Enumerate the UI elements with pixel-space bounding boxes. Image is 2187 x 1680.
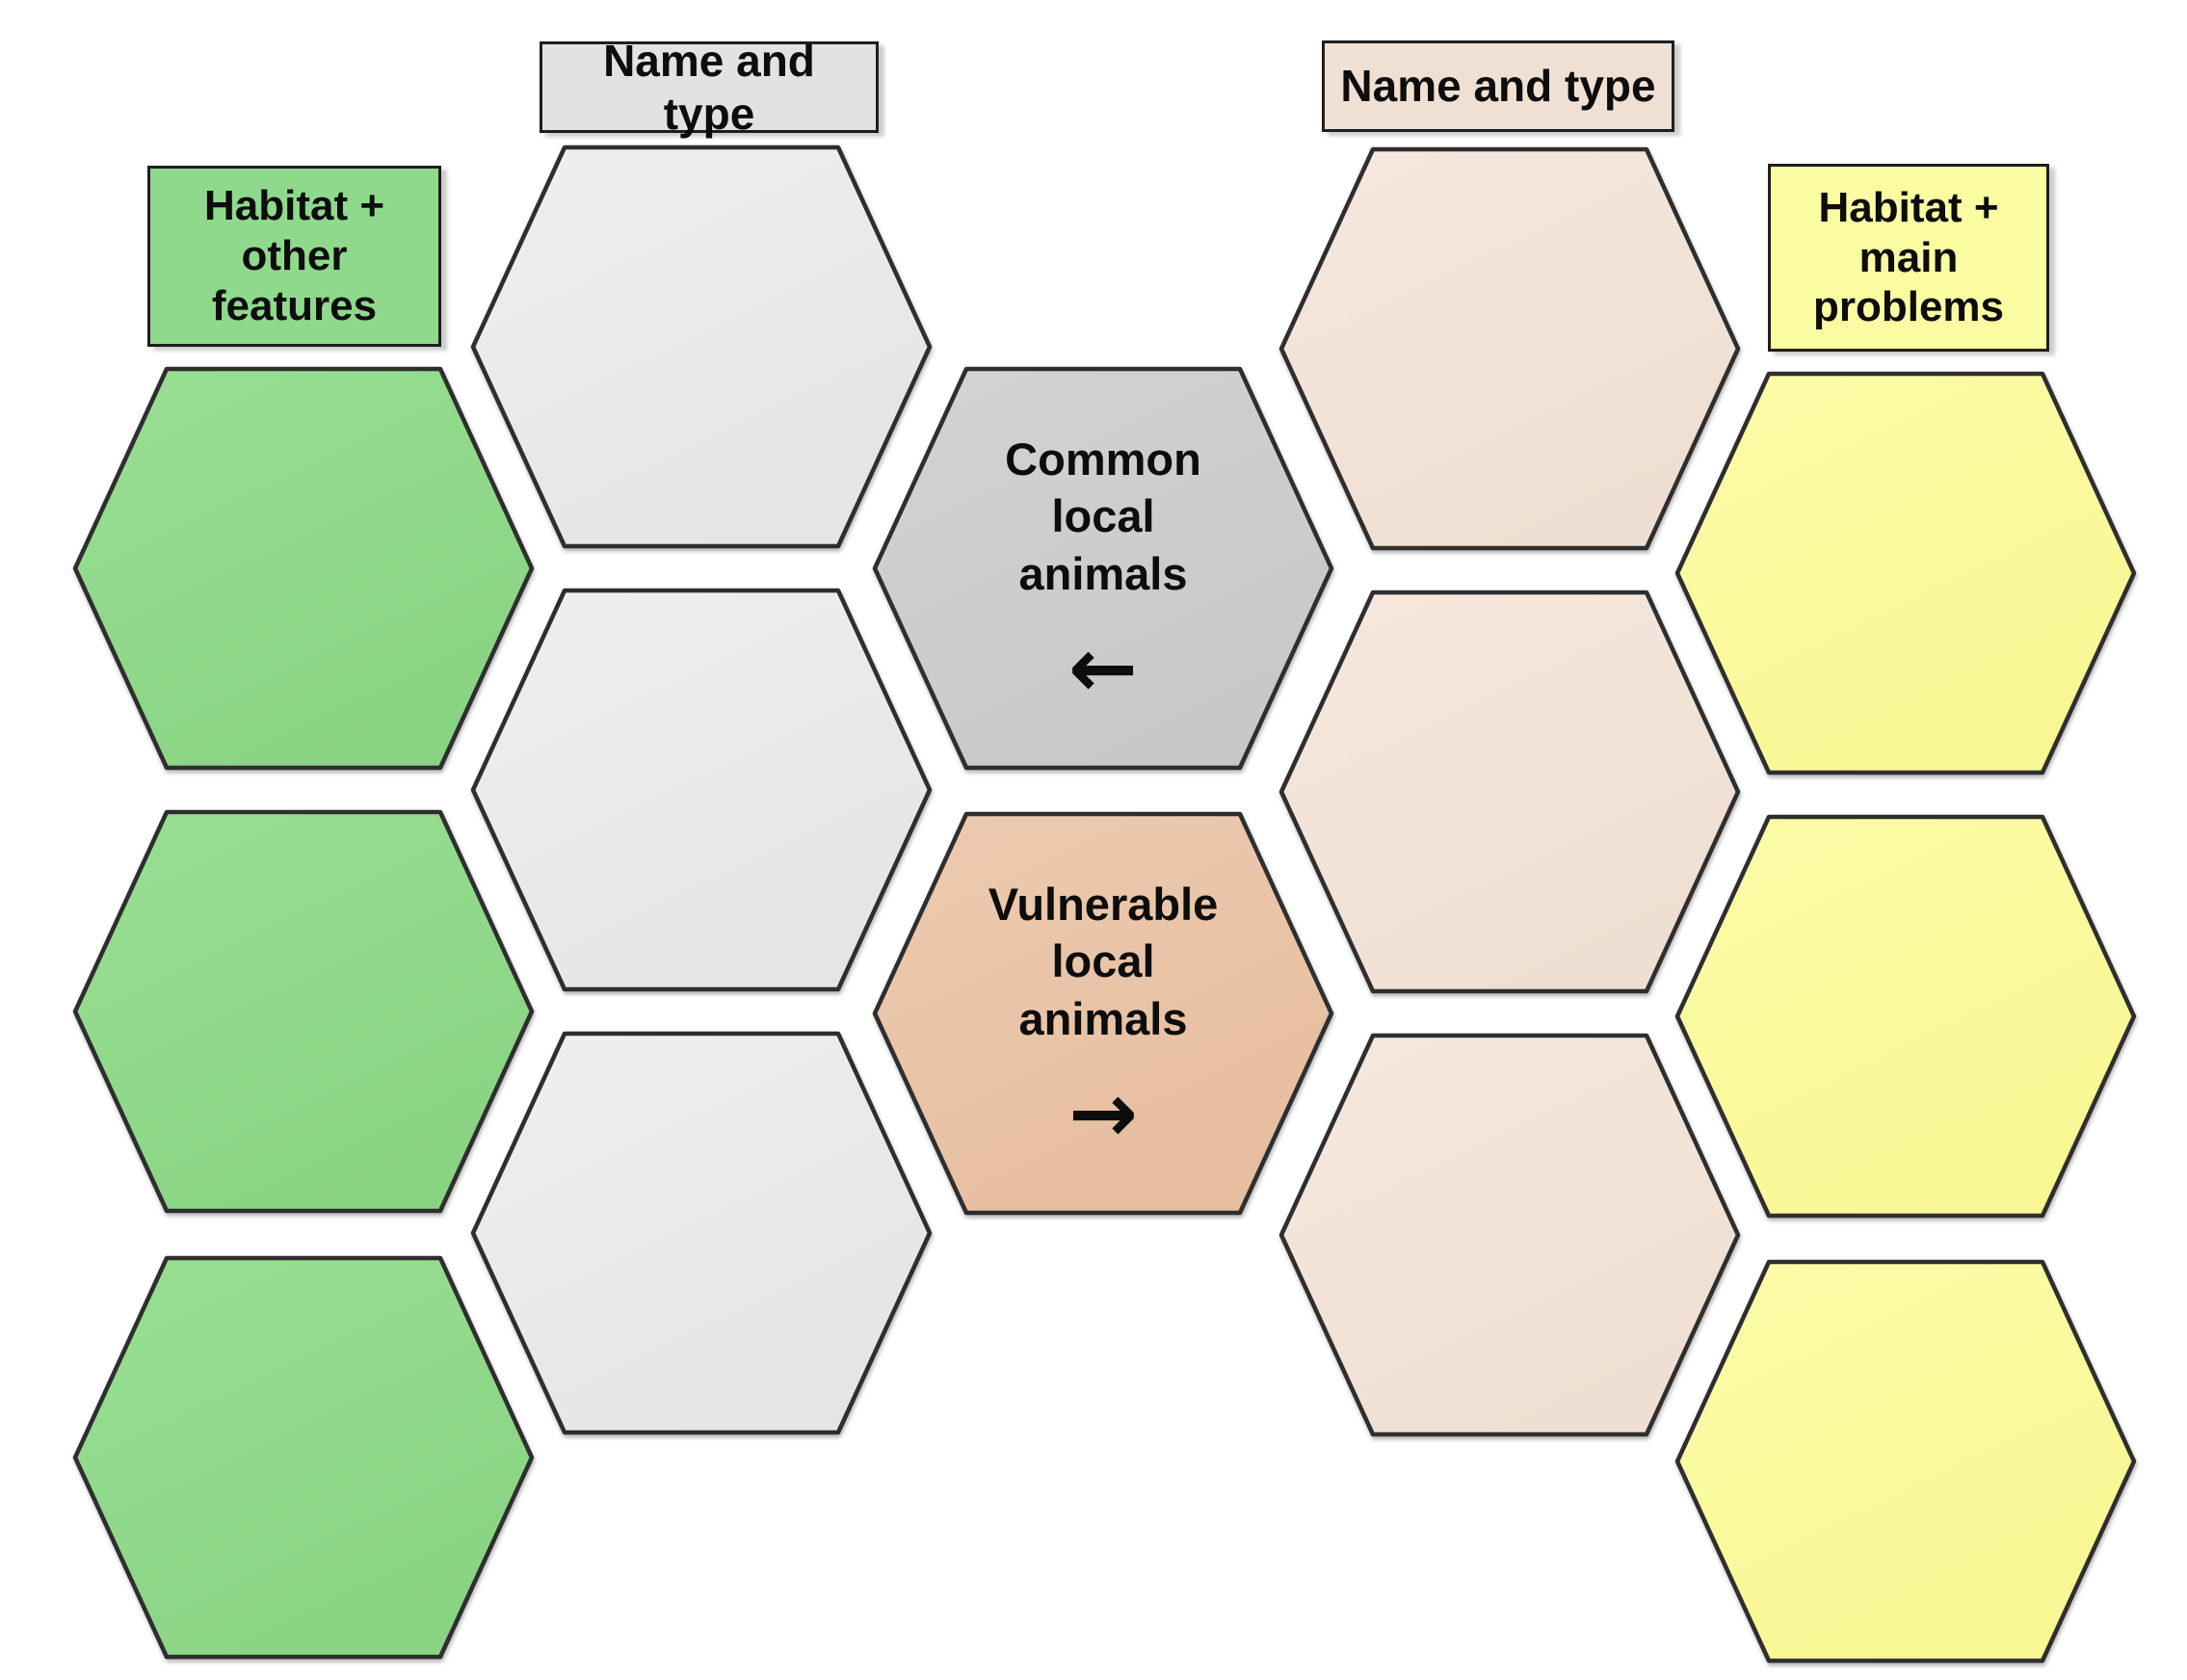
right-arrow-icon: → [1067,1064,1139,1162]
hex-habitat-features-cell-2[interactable] [72,809,535,1214]
label-name-and-type-right-text: Name and type [1340,61,1656,112]
label-name-and-type-left-text: Name and type [603,36,815,139]
hex-habitat-features-cell-3[interactable] [72,1255,535,1660]
hex-name-type-right-cell-2[interactable] [1278,590,1741,994]
hex-habitat-problems-cell-1[interactable] [1674,371,2137,775]
label-habitat-other-features-text: Habitat + other features [203,182,385,329]
hex-name-type-left-cell-2[interactable] [470,588,933,992]
label-habitat-main-problems-text: Habitat + main problems [1812,183,2005,331]
left-arrow-icon: ← [1067,619,1139,717]
hex-habitat-problems-cell-2[interactable] [1674,814,2137,1219]
hex-name-type-right-cell-3[interactable] [1278,1033,1741,1437]
hex-vulnerable-local-animals: Vulnerable local animals → [872,811,1334,1216]
label-habitat-main-problems: Habitat + main problems [1768,164,2049,352]
hex-common-local-animals: Common local animals ← [872,366,1334,771]
hex-name-type-left-cell-1[interactable] [470,144,933,549]
hex-name-type-left-cell-3[interactable] [470,1031,933,1435]
vulnerable-local-animals-title: Vulnerable local animals [988,878,1219,1045]
label-name-and-type-left: Name and type [540,36,879,139]
hex-name-type-right-cell-1[interactable] [1278,146,1741,551]
label-name-and-type-right: Name and type [1322,40,1674,132]
hex-habitat-problems-cell-3[interactable] [1674,1259,2137,1664]
common-local-animals-title: Common local animals [1005,433,1201,600]
hex-habitat-features-cell-1[interactable] [72,366,535,771]
label-habitat-other-features: Habitat + other features [147,166,441,347]
